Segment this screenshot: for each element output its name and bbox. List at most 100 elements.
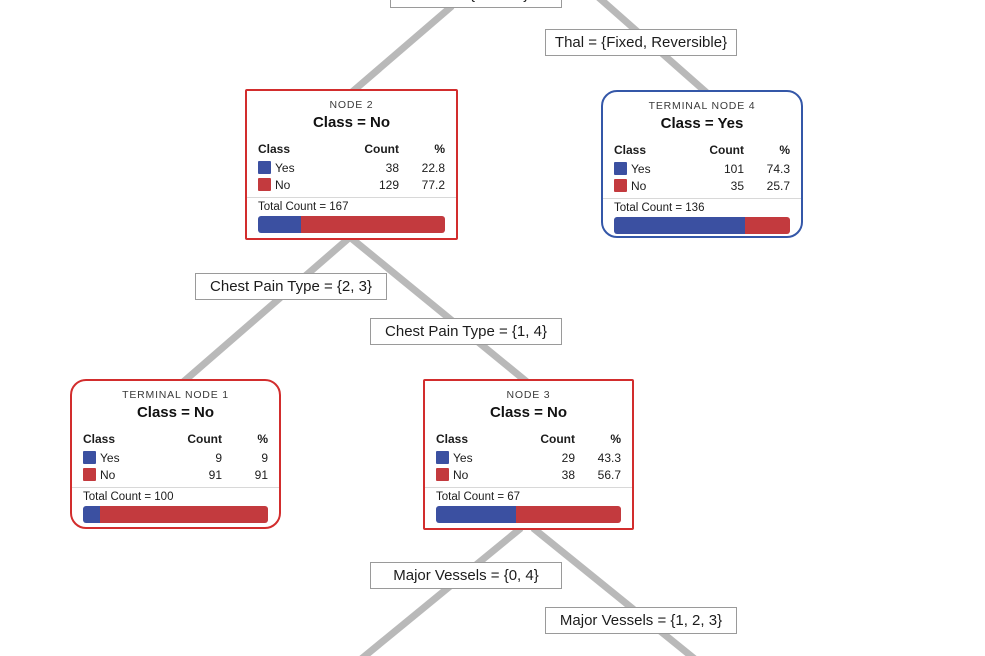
row-percent: 22.8	[421, 160, 445, 175]
node-class-assignment: Class = Yes	[660, 115, 744, 132]
table-row-yes: Yes 101 74.3	[614, 160, 790, 177]
node-class-assignment: Class = No	[136, 404, 215, 421]
edge-node-2-to-node-3	[348, 235, 530, 385]
row-label: Yes	[275, 160, 295, 175]
table-row-no: No 129 77.2	[258, 176, 445, 193]
row-label: Yes	[631, 161, 651, 176]
total-count-label: Total Count = 100	[83, 491, 174, 503]
total-count-label: Total Count = 136	[614, 202, 705, 214]
class-distribution-bar	[258, 216, 445, 233]
node-title: TERMINAL NODE 1	[122, 389, 229, 401]
terminal-node-1: TERMINAL NODE 1 Class = No Class Count %…	[70, 379, 281, 529]
header-count: Count	[709, 142, 744, 157]
header-class: Class	[614, 142, 647, 157]
node-class-assignment: Class = No	[312, 114, 391, 131]
row-count: 29	[561, 450, 575, 465]
row-label: No	[100, 467, 116, 482]
bar-segment-yes	[258, 216, 301, 233]
yes-color-swatch	[258, 161, 271, 174]
tree-node-2: NODE 2 Class = No Class Count % Yes 38 2…	[245, 89, 458, 240]
node-table-header: Class Count %	[258, 140, 445, 157]
edge-node-3-right-branch	[530, 525, 697, 656]
edge-label-thal-normal: Thal = {Normal}	[390, 0, 562, 8]
table-row-no: No 38 56.7	[436, 466, 621, 483]
edge-label-chest-pain-1-4: Chest Pain Type = {1, 4}	[370, 318, 562, 345]
total-divider	[247, 197, 456, 198]
row-percent: 9	[261, 450, 268, 465]
node-title: TERMINAL NODE 4	[648, 100, 756, 112]
no-color-swatch	[614, 179, 627, 192]
header-class: Class	[258, 141, 291, 156]
row-percent: 25.7	[766, 178, 790, 193]
bar-segment-no	[99, 506, 268, 523]
node-title: NODE 2	[329, 99, 374, 111]
node-table-header: Class Count %	[614, 141, 790, 158]
total-divider	[425, 487, 632, 488]
bar-segment-no	[300, 216, 445, 233]
node-table-header: Class Count %	[436, 430, 621, 447]
edge-label-major-vessels-1-2-3: Major Vessels = {1, 2, 3}	[545, 607, 737, 634]
table-row-yes: Yes 38 22.8	[258, 159, 445, 176]
row-label: Yes	[453, 450, 473, 465]
row-count: 35	[730, 178, 744, 193]
yes-color-swatch	[614, 162, 627, 175]
node-title: NODE 3	[506, 389, 551, 401]
edge-node-2-to-terminal-node-1	[179, 235, 352, 386]
row-percent: 77.2	[421, 177, 445, 192]
row-count: 91	[208, 467, 222, 482]
yes-color-swatch	[436, 451, 449, 464]
row-count: 38	[385, 160, 399, 175]
bar-segment-no	[744, 217, 790, 234]
table-row-yes: Yes 29 43.3	[436, 449, 621, 466]
row-count: 38	[561, 467, 575, 482]
yes-color-swatch	[83, 451, 96, 464]
bar-segment-yes	[83, 506, 100, 523]
total-divider	[72, 487, 279, 488]
edge-root-to-node-2	[349, 3, 455, 95]
no-color-swatch	[436, 468, 449, 481]
header-count: Count	[540, 431, 575, 446]
total-count-label: Total Count = 167	[258, 201, 349, 213]
header-count: Count	[364, 141, 399, 156]
table-row-no: No 35 25.7	[614, 177, 790, 194]
header-percent: %	[434, 141, 445, 156]
header-percent: %	[257, 431, 268, 446]
table-row-yes: Yes 9 9	[83, 449, 268, 466]
edge-label-major-vessels-0-4: Major Vessels = {0, 4}	[370, 562, 562, 589]
no-color-swatch	[258, 178, 271, 191]
total-count-label: Total Count = 67	[436, 491, 521, 503]
row-label: No	[631, 178, 647, 193]
row-percent: 43.3	[597, 450, 621, 465]
class-distribution-bar	[614, 217, 790, 234]
row-count: 101	[723, 161, 744, 176]
row-percent: 74.3	[766, 161, 790, 176]
table-row-no: No 91 91	[83, 466, 268, 483]
header-percent: %	[779, 142, 790, 157]
row-label: Yes	[100, 450, 120, 465]
row-label: No	[275, 177, 291, 192]
row-count: 9	[215, 450, 222, 465]
node-table-header: Class Count %	[83, 430, 268, 447]
row-count: 129	[378, 177, 399, 192]
edge-label-thal-fixed-reversible: Thal = {Fixed, Reversible}	[545, 29, 737, 56]
row-label: No	[453, 467, 469, 482]
header-class: Class	[436, 431, 469, 446]
class-distribution-bar	[83, 506, 268, 523]
row-percent: 91	[254, 467, 268, 482]
header-count: Count	[187, 431, 222, 446]
bar-segment-no	[516, 506, 621, 523]
header-class: Class	[83, 431, 116, 446]
no-color-swatch	[83, 468, 96, 481]
header-percent: %	[610, 431, 621, 446]
node-class-assignment: Class = No	[489, 404, 568, 421]
edge-label-chest-pain-2-3: Chest Pain Type = {2, 3}	[195, 273, 387, 300]
total-divider	[603, 198, 801, 199]
bar-segment-yes	[436, 506, 517, 523]
class-distribution-bar	[436, 506, 621, 523]
terminal-node-4: TERMINAL NODE 4 Class = Yes Class Count …	[601, 90, 803, 238]
row-percent: 56.7	[597, 467, 621, 482]
edge-node-3-left-branch	[359, 525, 524, 656]
bar-segment-yes	[614, 217, 745, 234]
